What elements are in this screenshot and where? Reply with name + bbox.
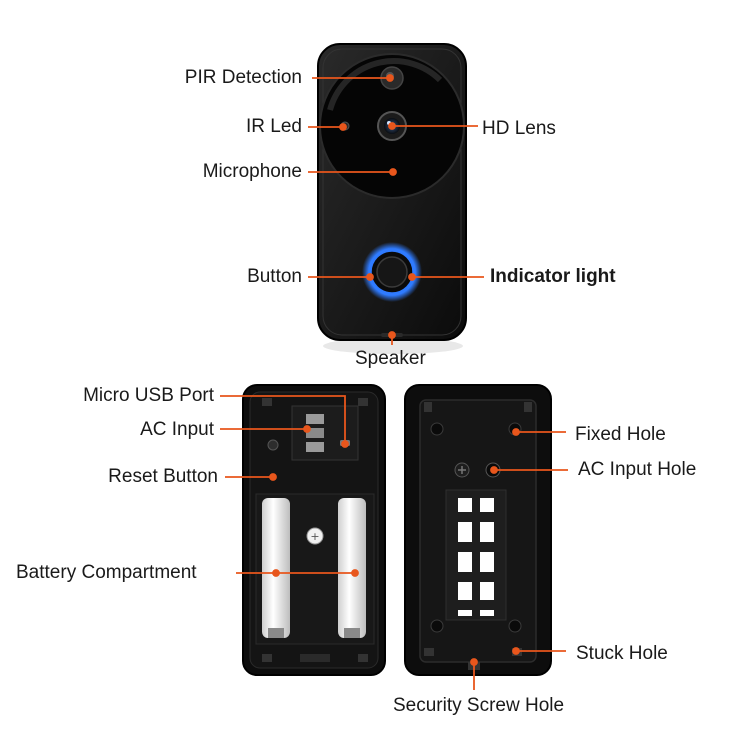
- label-micro-usb-port: Micro USB Port: [83, 385, 214, 406]
- ac-input-terminal-icon: [306, 414, 324, 424]
- label-button: Button: [247, 266, 302, 287]
- label-speaker: Speaker: [355, 348, 426, 369]
- label-hd-lens: HD Lens: [482, 118, 556, 139]
- label-ir-led: IR Led: [246, 116, 302, 137]
- label-ac-input-hole: AC Input Hole: [578, 459, 697, 480]
- label-indicator-light: Indicator light: [490, 266, 616, 287]
- label-pir-detection: PIR Detection: [184, 67, 302, 88]
- label-security-screw-hole: Security Screw Hole: [393, 695, 565, 716]
- reset-button-icon: [267, 439, 279, 451]
- svg-text:+: +: [310, 530, 319, 543]
- doorbell-back: +: [242, 384, 386, 676]
- label-reset-button: Reset Button: [108, 466, 218, 487]
- leader-lines: [220, 74, 568, 690]
- label-microphone: Microphone: [202, 161, 302, 182]
- label-battery-compartment: Battery Compartment: [16, 562, 197, 583]
- label-stuck-hole: Stuck Hole: [576, 643, 668, 664]
- mounting-bracket: [404, 384, 552, 676]
- doorbell-front: [317, 43, 467, 354]
- label-fixed-hole: Fixed Hole: [575, 424, 666, 445]
- doorbell-button-icon: [376, 256, 408, 288]
- label-ac-input: AC Input: [140, 419, 214, 440]
